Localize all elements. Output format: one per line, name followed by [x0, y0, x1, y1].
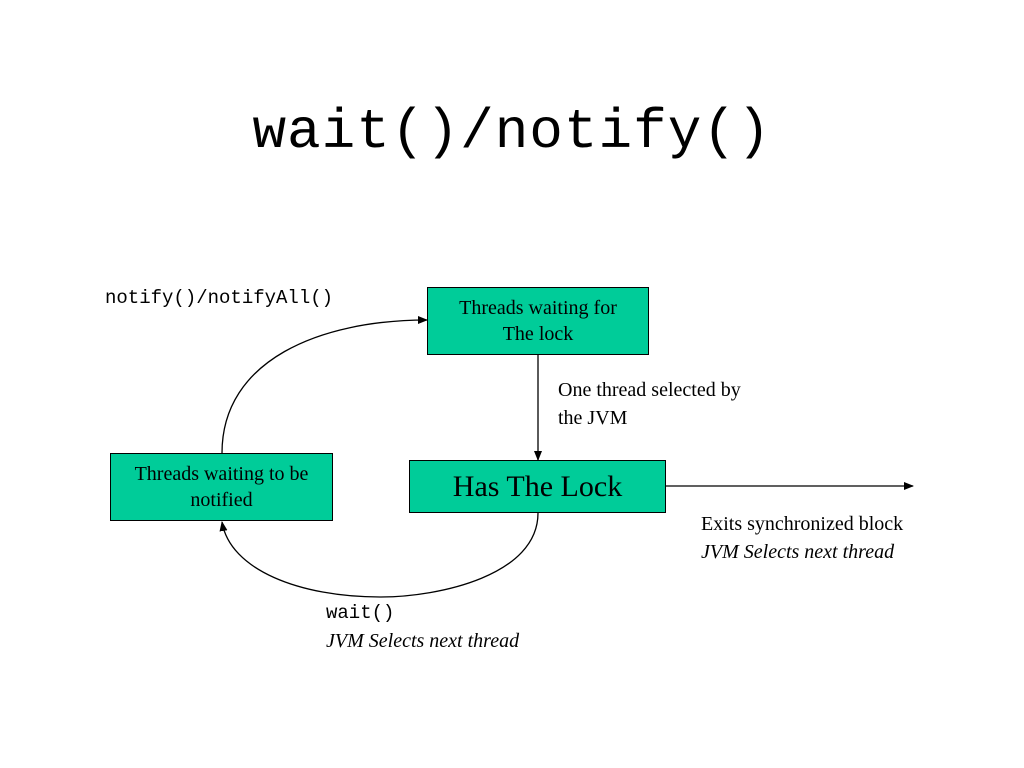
waiting-to-be-notified-box: Threads waiting to be notified — [110, 453, 333, 521]
wait-arrow — [219, 512, 539, 598]
wait-next-thread-label: JVM Selects next thread — [326, 630, 520, 652]
wait-label: wait() — [326, 602, 395, 624]
exits-block-label: Exits synchronized block — [701, 513, 904, 535]
waiting-for-lock-box: Threads waiting for The lock — [427, 287, 649, 355]
notify-label: notify()/notifyAll() — [105, 287, 334, 309]
exits-next-thread-label: JVM Selects next thread — [701, 541, 895, 563]
selected-by-jvm-label: One thread selected by the JVM — [558, 379, 741, 429]
page-title: wait()/notify() — [252, 100, 772, 164]
has-lock-box: Has The Lock — [409, 460, 666, 513]
notify-arrow — [221, 316, 428, 454]
